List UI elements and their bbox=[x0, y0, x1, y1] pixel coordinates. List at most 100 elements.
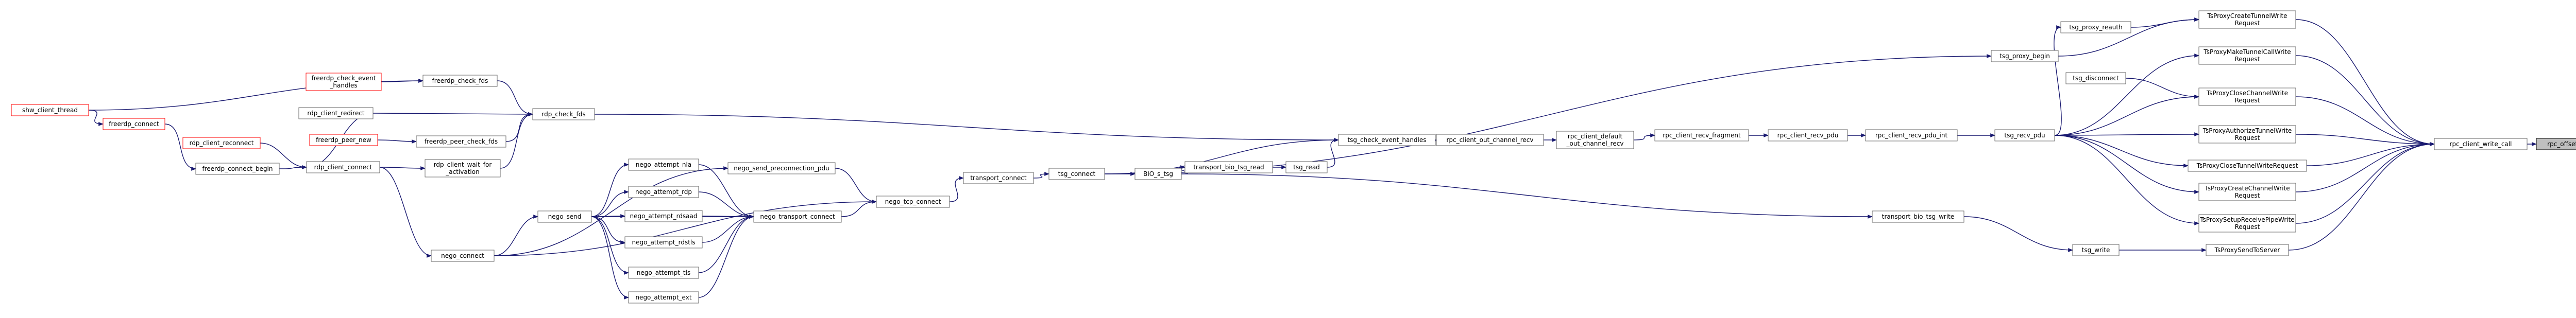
node-box[interactable] bbox=[306, 161, 380, 173]
node-box[interactable] bbox=[182, 137, 261, 149]
node-box[interactable] bbox=[1048, 168, 1105, 180]
node-transport-bio-tsg-read[interactable]: transport_bio_tsg_read bbox=[1184, 161, 1273, 173]
node-box[interactable] bbox=[298, 107, 374, 119]
node-nego-attempt-rdstls[interactable]: nego_attempt_rdstls bbox=[624, 236, 703, 249]
node-freerdp-connect[interactable]: freerdp_connect bbox=[103, 118, 165, 130]
node-rpc-client-out-channel-recv[interactable]: rpc_client_out_channel_recv bbox=[1436, 134, 1544, 146]
node-box[interactable] bbox=[628, 291, 699, 304]
node-box[interactable] bbox=[628, 186, 699, 198]
node-bio-s-tsg[interactable]: BIO_s_tsg bbox=[1134, 168, 1182, 180]
node-box[interactable] bbox=[753, 210, 842, 223]
node-box[interactable] bbox=[1338, 134, 1436, 146]
node-box[interactable] bbox=[1184, 161, 1273, 173]
node-box[interactable] bbox=[624, 236, 703, 249]
node-box[interactable] bbox=[2198, 125, 2296, 144]
node-box[interactable] bbox=[2065, 72, 2126, 84]
node-freerdp-peer-check-fds[interactable]: freerdp_peer_check_fds bbox=[416, 135, 506, 148]
node-box[interactable] bbox=[425, 159, 501, 178]
node-box[interactable] bbox=[1654, 129, 1749, 142]
node-rpc-offset-pad[interactable]: rpc_offset_pad bbox=[2536, 138, 2576, 150]
node-box[interactable] bbox=[1768, 129, 1848, 142]
node-nego-tcp-connect[interactable]: nego_tcp_connect bbox=[876, 196, 950, 208]
node-box[interactable] bbox=[1994, 129, 2055, 142]
node-nego-send[interactable]: nego_send bbox=[537, 210, 592, 223]
node-nego-attempt-tls[interactable]: nego_attempt_tls bbox=[628, 267, 699, 279]
node-rpc-client-write-call[interactable]: rpc_client_write_call bbox=[2434, 138, 2528, 150]
node-rdp-check-fds[interactable]: rdp_check_fds bbox=[532, 108, 595, 120]
node-nego-attempt-nla[interactable]: nego_attempt_nla bbox=[628, 158, 699, 171]
node-box[interactable] bbox=[431, 250, 495, 262]
node-box[interactable] bbox=[2198, 46, 2296, 65]
node-tsg-write[interactable]: tsg_write bbox=[2072, 244, 2120, 256]
node-box[interactable] bbox=[628, 267, 699, 279]
node-box[interactable] bbox=[2434, 138, 2528, 150]
node-box[interactable] bbox=[537, 210, 592, 223]
node-box[interactable] bbox=[416, 135, 506, 148]
node-nego-transport-connect[interactable]: nego_transport_connect bbox=[753, 210, 842, 223]
node-box[interactable] bbox=[1285, 161, 1328, 173]
node-box[interactable] bbox=[309, 134, 378, 146]
node-rpc-client-recv-fragment[interactable]: rpc_client_recv_fragment bbox=[1654, 129, 1749, 142]
node-transport-connect[interactable]: transport_connect bbox=[963, 172, 1034, 184]
node-box[interactable] bbox=[2060, 21, 2131, 33]
node-box[interactable] bbox=[628, 158, 699, 171]
node-box[interactable] bbox=[876, 196, 950, 208]
node-freerdp-check-fds[interactable]: freerdp_check_fds bbox=[422, 75, 498, 87]
node-box[interactable] bbox=[963, 172, 1034, 184]
node-box[interactable] bbox=[1865, 129, 1958, 142]
node-box[interactable] bbox=[727, 162, 836, 174]
node-rpc-client-recv-pdu[interactable]: rpc_client_recv_pdu bbox=[1768, 129, 1848, 142]
node-tsproxyclosetunnelwriterequest[interactable]: TsProxyCloseTunnelWriteRequest bbox=[2188, 160, 2307, 172]
node-tsg-recv-pdu[interactable]: tsg_recv_pdu bbox=[1994, 129, 2055, 142]
node-box[interactable] bbox=[2198, 214, 2296, 233]
node-box[interactable] bbox=[532, 108, 595, 120]
node-box[interactable] bbox=[306, 73, 382, 91]
node-freerdp-connect-begin[interactable]: freerdp_connect_begin bbox=[195, 163, 280, 175]
node-transport-bio-tsg-write[interactable]: transport_bio_tsg_write bbox=[1872, 210, 1964, 223]
node-rdp-client-reconnect[interactable]: rdp_client_reconnect bbox=[182, 137, 261, 149]
node-box[interactable] bbox=[1872, 210, 1964, 223]
node-box[interactable] bbox=[2072, 244, 2120, 256]
node-freerdp-check-event-handles[interactable]: freerdp_check_event_handles bbox=[306, 73, 382, 91]
node-nego-connect[interactable]: nego_connect bbox=[431, 250, 495, 262]
node-nego-send-preconnection-pdu[interactable]: nego_send_preconnection_pdu bbox=[727, 162, 836, 174]
node-nego-attempt-rdsaad[interactable]: nego_attempt_rdsaad bbox=[624, 210, 703, 222]
node-box[interactable] bbox=[624, 210, 703, 222]
node-box[interactable] bbox=[1134, 168, 1182, 180]
node-rdp-client-connect[interactable]: rdp_client_connect bbox=[306, 161, 380, 173]
node-box[interactable] bbox=[1436, 134, 1544, 146]
node-nego-attempt-ext[interactable]: nego_attempt_ext bbox=[628, 291, 699, 304]
node-tsg-proxy-begin[interactable]: tsg_proxy_begin bbox=[1991, 50, 2059, 62]
node-rdp-client-wait-for-activation[interactable]: rdp_client_wait_for_activation bbox=[425, 159, 501, 178]
node-box[interactable] bbox=[2198, 87, 2296, 106]
node-rdp-client-redirect[interactable]: rdp_client_redirect bbox=[298, 107, 374, 119]
node-shw-client-thread[interactable]: shw_client_thread bbox=[11, 104, 89, 116]
node-rpc-client-recv-pdu-int[interactable]: rpc_client_recv_pdu_int bbox=[1865, 129, 1958, 142]
node-box[interactable] bbox=[1991, 50, 2059, 62]
node-tsproxysendtoserver[interactable]: TsProxySendToServer bbox=[2206, 244, 2289, 256]
node-nego-attempt-rdp[interactable]: nego_attempt_rdp bbox=[628, 186, 699, 198]
node-tsg-check-event-handles[interactable]: tsg_check_event_handles bbox=[1338, 134, 1436, 146]
node-freerdp-peer-new[interactable]: freerdp_peer_new bbox=[309, 134, 378, 146]
node-box[interactable] bbox=[2188, 160, 2307, 172]
node-tsg-disconnect[interactable]: tsg_disconnect bbox=[2065, 72, 2126, 84]
node-box[interactable] bbox=[2206, 244, 2289, 256]
node-box[interactable] bbox=[2536, 138, 2576, 150]
node-box[interactable] bbox=[103, 118, 165, 130]
node-rpc-client-default-out-channel-recv[interactable]: rpc_client_default_out_channel_recv bbox=[1556, 131, 1634, 149]
node-tsg-read[interactable]: tsg_read bbox=[1285, 161, 1328, 173]
node-tsg-connect[interactable]: tsg_connect bbox=[1048, 168, 1105, 180]
node-box[interactable] bbox=[11, 104, 89, 116]
node-box[interactable] bbox=[1556, 131, 1634, 149]
node-box[interactable] bbox=[195, 163, 280, 175]
node-box[interactable] bbox=[2198, 10, 2296, 29]
node-box[interactable] bbox=[422, 75, 498, 87]
node-tsg-proxy-reauth[interactable]: tsg_proxy_reauth bbox=[2060, 21, 2131, 33]
node-box[interactable] bbox=[2198, 183, 2296, 201]
